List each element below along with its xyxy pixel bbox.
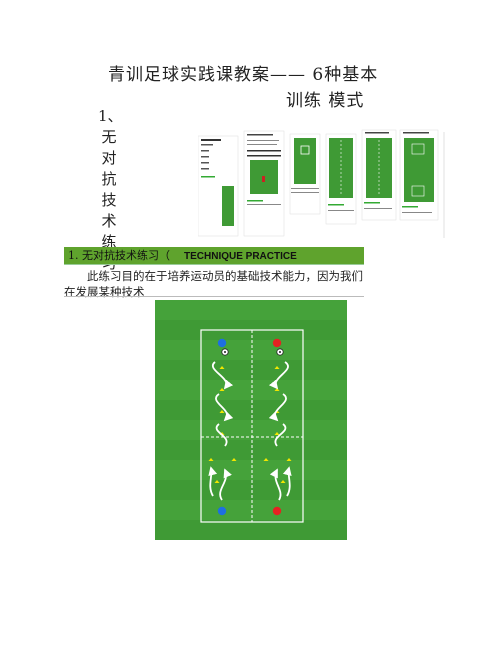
section-label: 1. 无对抗技术练习（ xyxy=(68,249,170,262)
thumbnail-page xyxy=(289,133,321,215)
thumbnail-strip-image xyxy=(197,129,445,238)
player-marker-icon xyxy=(217,338,227,348)
description-divider xyxy=(64,296,364,297)
soccer-ball-icon xyxy=(276,348,284,356)
side-heading-char: 练 xyxy=(101,233,117,251)
section-divider xyxy=(64,264,364,265)
side-heading-char: 技 xyxy=(101,191,117,209)
thumbnail-page xyxy=(399,129,439,221)
section-header-bar: 1. 无对抗技术练习（ TECHNIQUE PRACTICE xyxy=(64,247,364,264)
section-label-en: TECHNIQUE PRACTICE xyxy=(184,251,297,262)
training-thumbnails xyxy=(197,126,446,238)
cone-icon xyxy=(208,366,237,483)
thumbnail-page xyxy=(197,135,239,237)
section-description: 此练习目的在于培养运动员的基础技术能力，因为我们在发展某种技术 xyxy=(64,269,363,299)
thumbnail-page xyxy=(325,133,357,225)
arrow-icon xyxy=(208,361,234,501)
player-marker-icon xyxy=(217,506,227,516)
side-heading-char: 无 xyxy=(101,128,117,146)
training-pitch-diagram xyxy=(155,300,347,540)
player-marker-icon xyxy=(272,338,282,348)
side-heading-char: 抗 xyxy=(101,170,117,188)
player-marker-icon xyxy=(272,506,282,516)
side-heading-char: 对 xyxy=(101,149,117,167)
arrow-icon xyxy=(268,361,292,501)
thumbnail-page xyxy=(361,129,397,221)
side-heading-char: 1、 xyxy=(98,107,123,125)
soccer-ball-icon xyxy=(221,348,229,356)
doc-title-line1: 青训足球实践课教案—— 6种基本 xyxy=(108,65,379,85)
doc-title-line2: 训练 模式 xyxy=(286,91,365,111)
thumbnail-page xyxy=(243,130,285,237)
side-heading-char: 术 xyxy=(101,212,117,230)
